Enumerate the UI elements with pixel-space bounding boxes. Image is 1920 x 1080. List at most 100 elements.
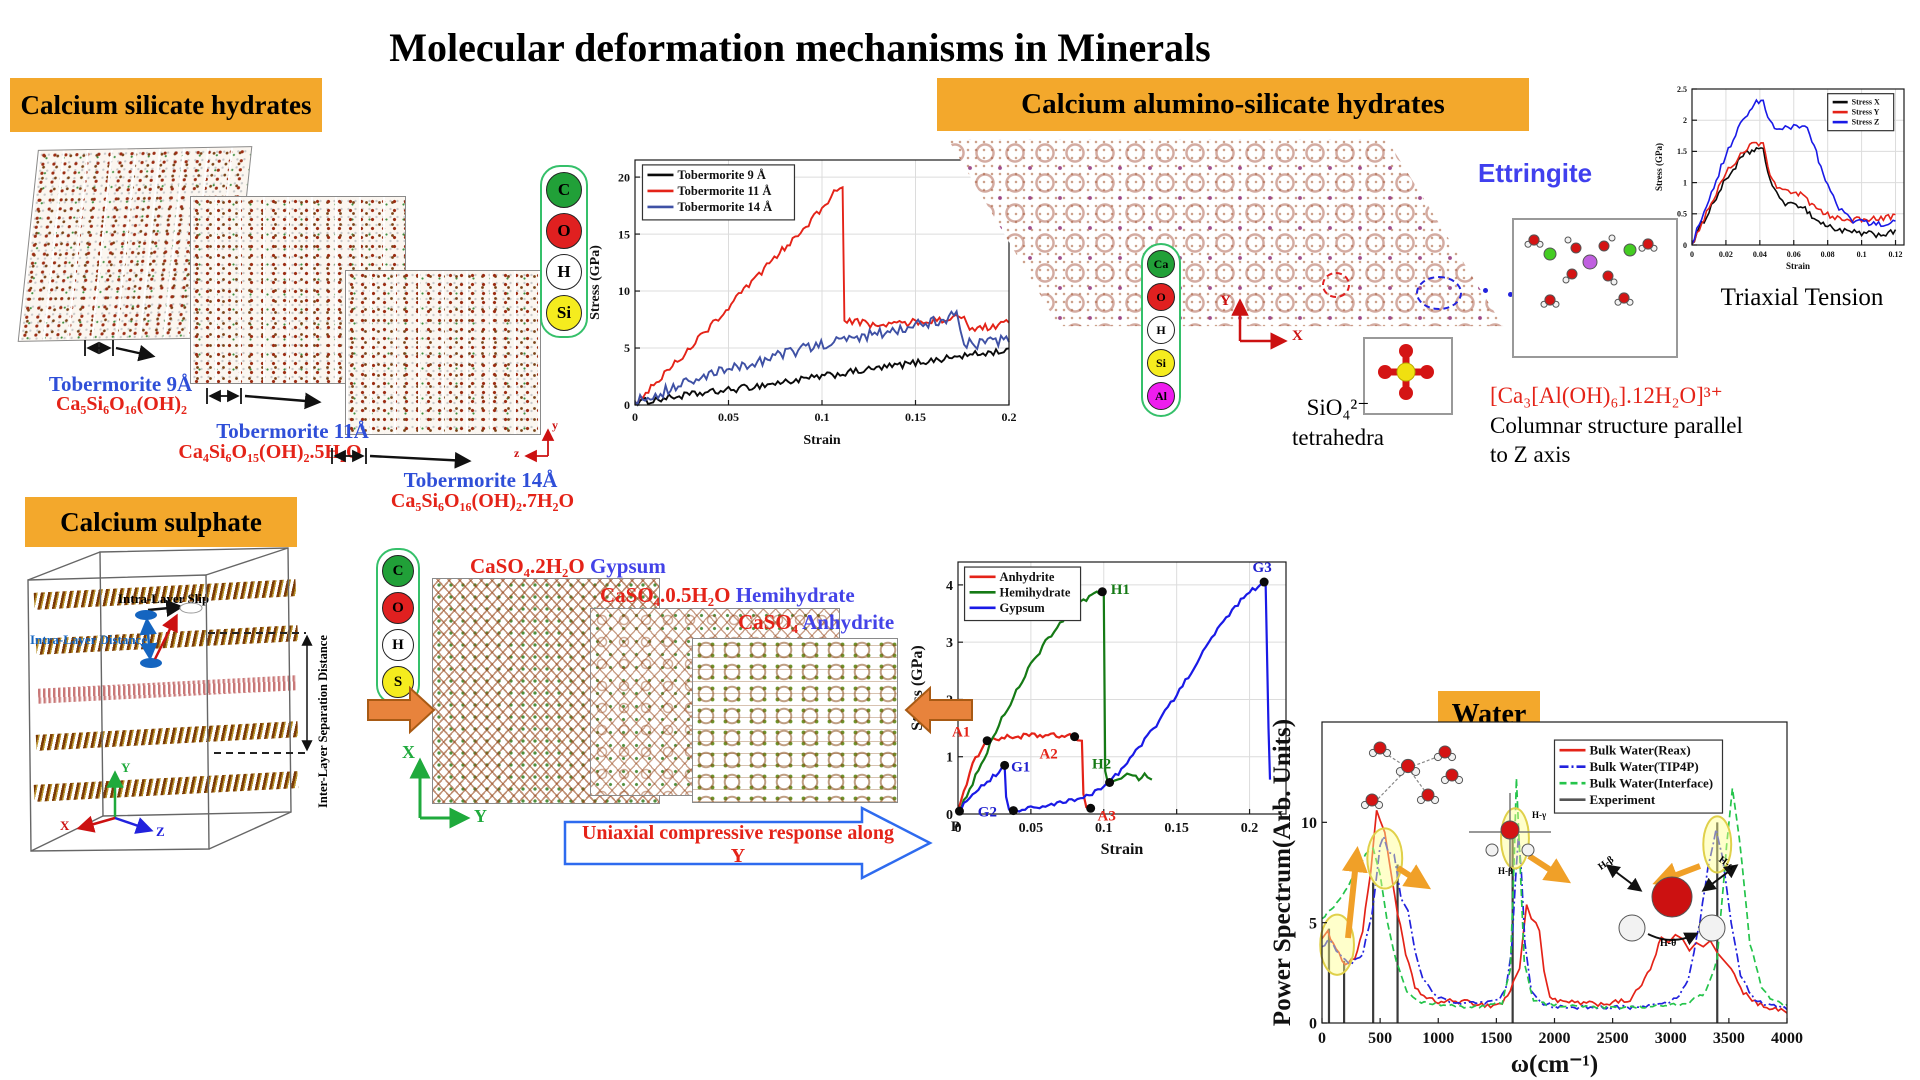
- hemihydrate-formula: CaSO₄.0.5H₂O: [600, 583, 731, 607]
- atom-si-legend: Si: [546, 295, 582, 331]
- svg-text:1: 1: [946, 751, 953, 766]
- uniaxial-arrow-text-line1: Uniaxial compressive response along: [581, 822, 895, 844]
- svg-text:G3: G3: [1253, 560, 1272, 576]
- svg-text:3500: 3500: [1713, 1030, 1745, 1047]
- svg-text:A2: A2: [1039, 747, 1057, 763]
- axis-label-y: y: [552, 418, 558, 432]
- tobermorite-14A-structure: [345, 270, 541, 435]
- svg-text:3000: 3000: [1655, 1030, 1687, 1047]
- anhydrite-structure: [692, 638, 898, 803]
- svg-text:5: 5: [624, 341, 630, 355]
- svg-text:0.1: 0.1: [815, 410, 830, 424]
- svg-text:0.08: 0.08: [1821, 250, 1835, 259]
- svg-text:Bulk Water(TIP4P): Bulk Water(TIP4P): [1590, 759, 1699, 774]
- uniaxial-arrow-text-line2: Y: [730, 845, 746, 867]
- ettringite-label: Ettringite: [1478, 158, 1593, 188]
- svg-text:1500: 1500: [1480, 1030, 1512, 1047]
- sulphate-layer: [35, 721, 299, 751]
- tobermorite-11A-name: Tobermorite 11Å: [216, 419, 369, 443]
- box-axis-z: Z: [156, 824, 165, 839]
- molecule-label-h-theta: H-θ: [1660, 938, 1677, 949]
- svg-text:0.5: 0.5: [1677, 210, 1687, 219]
- svg-text:0.15: 0.15: [1164, 821, 1189, 836]
- tobermorite-9A-formula: Ca₅Si₆O₁₆(OH)₂: [55, 393, 188, 415]
- svg-text:H2: H2: [1092, 757, 1111, 773]
- axis-label-Y: Y: [1220, 293, 1231, 309]
- svg-text:0: 0: [1309, 1016, 1317, 1033]
- atom-c-legend: C: [546, 172, 582, 208]
- svg-text:0: 0: [955, 821, 962, 836]
- svg-text:Stress Y: Stress Y: [1852, 108, 1880, 117]
- svg-text:0: 0: [1690, 250, 1694, 259]
- box-axis-x: X: [60, 818, 70, 833]
- molecule-label-h-gamma: H-γ: [1532, 810, 1547, 820]
- svg-text:A3: A3: [1097, 808, 1115, 824]
- inter-layer-separation-label: Inter-Layer Separation Distance: [316, 635, 330, 808]
- svg-text:Stress Z: Stress Z: [1852, 118, 1880, 127]
- svg-text:0.2: 0.2: [1002, 410, 1017, 424]
- anhydrite-formula: CaSO₄: [738, 610, 798, 634]
- svg-text:15: 15: [618, 227, 630, 241]
- intra-layer-slip-label: Intra-Layer Slip: [118, 591, 210, 606]
- sulphate-layer-middle: [37, 675, 297, 704]
- svg-text:Strain: Strain: [803, 433, 841, 448]
- svg-text:Hemihydrate: Hemihydrate: [1000, 585, 1071, 599]
- svg-text:0: 0: [1318, 1030, 1326, 1047]
- atom-o-legend: O: [1147, 283, 1175, 311]
- anhydrite-label: CaSO₄ Anhydrite: [738, 610, 894, 635]
- svg-text:H1: H1: [1111, 582, 1130, 598]
- svg-text:2: 2: [1683, 116, 1687, 125]
- svg-text:Strain: Strain: [1786, 261, 1810, 271]
- atom-h-legend: H: [1147, 316, 1175, 344]
- svg-text:0.1: 0.1: [1095, 821, 1113, 836]
- gypsum-name: Gypsum: [589, 554, 666, 578]
- gypsum-label: CaSO₄.2H₂O Gypsum: [470, 554, 666, 579]
- sio4-label: SiO₄²⁻: [1306, 395, 1370, 420]
- triaxial-tension-caption: Triaxial Tension: [1720, 284, 1884, 311]
- sulphate-layer: [33, 771, 299, 802]
- atom-h-legend: H: [546, 254, 582, 290]
- svg-text:P: P: [951, 819, 960, 835]
- svg-text:2000: 2000: [1539, 1030, 1571, 1047]
- highlight-circle-blue: [1416, 276, 1462, 310]
- svg-text:2500: 2500: [1597, 1030, 1629, 1047]
- atom-si-legend: Si: [1147, 349, 1175, 377]
- molecule-label-h-beta: H-β: [1498, 866, 1513, 876]
- svg-text:0: 0: [1683, 241, 1687, 250]
- svg-text:4: 4: [946, 579, 953, 594]
- axis-label-z: z: [514, 446, 520, 460]
- svg-text:0.2: 0.2: [1241, 821, 1259, 836]
- green-axis-x: X: [402, 742, 415, 762]
- svg-text:0.12: 0.12: [1889, 250, 1903, 259]
- svg-text:Bulk Water(Interface): Bulk Water(Interface): [1590, 775, 1714, 790]
- green-axis-y: Y: [474, 806, 487, 826]
- svg-text:Stress (GPa): Stress (GPa): [588, 245, 603, 320]
- atom-o-legend: O: [382, 592, 414, 624]
- svg-text:1.5: 1.5: [1677, 147, 1687, 156]
- svg-text:0: 0: [946, 808, 953, 823]
- svg-text:1: 1: [1683, 178, 1687, 187]
- ettringite-caption-line2: to Z axis: [1490, 442, 1571, 467]
- atom-c-legend: C: [382, 555, 414, 587]
- blue-dot: [1483, 288, 1488, 293]
- svg-text:500: 500: [1368, 1030, 1392, 1047]
- svg-text:0.04: 0.04: [1753, 250, 1767, 259]
- svg-text:10: 10: [618, 284, 630, 298]
- svg-text:10: 10: [1301, 815, 1317, 832]
- tetrahedra-label: tetrahedra: [1292, 425, 1384, 450]
- banner-calcium-silicate-hydrates: Calcium silicate hydrates: [10, 78, 322, 132]
- gypsum-formula: CaSO₄.2H₂O: [470, 554, 585, 578]
- svg-text:Anhydrite: Anhydrite: [1000, 570, 1055, 584]
- svg-text:2.5: 2.5: [1677, 85, 1687, 94]
- hemihydrate-label: CaSO₄.0.5H₂O Hemihydrate: [600, 583, 855, 608]
- blue-dot: [1508, 292, 1513, 297]
- ettringite-formula: [Ca₃[Al(OH)₆].12H₂O]³⁺: [1490, 383, 1723, 408]
- atom-o-legend: O: [546, 213, 582, 249]
